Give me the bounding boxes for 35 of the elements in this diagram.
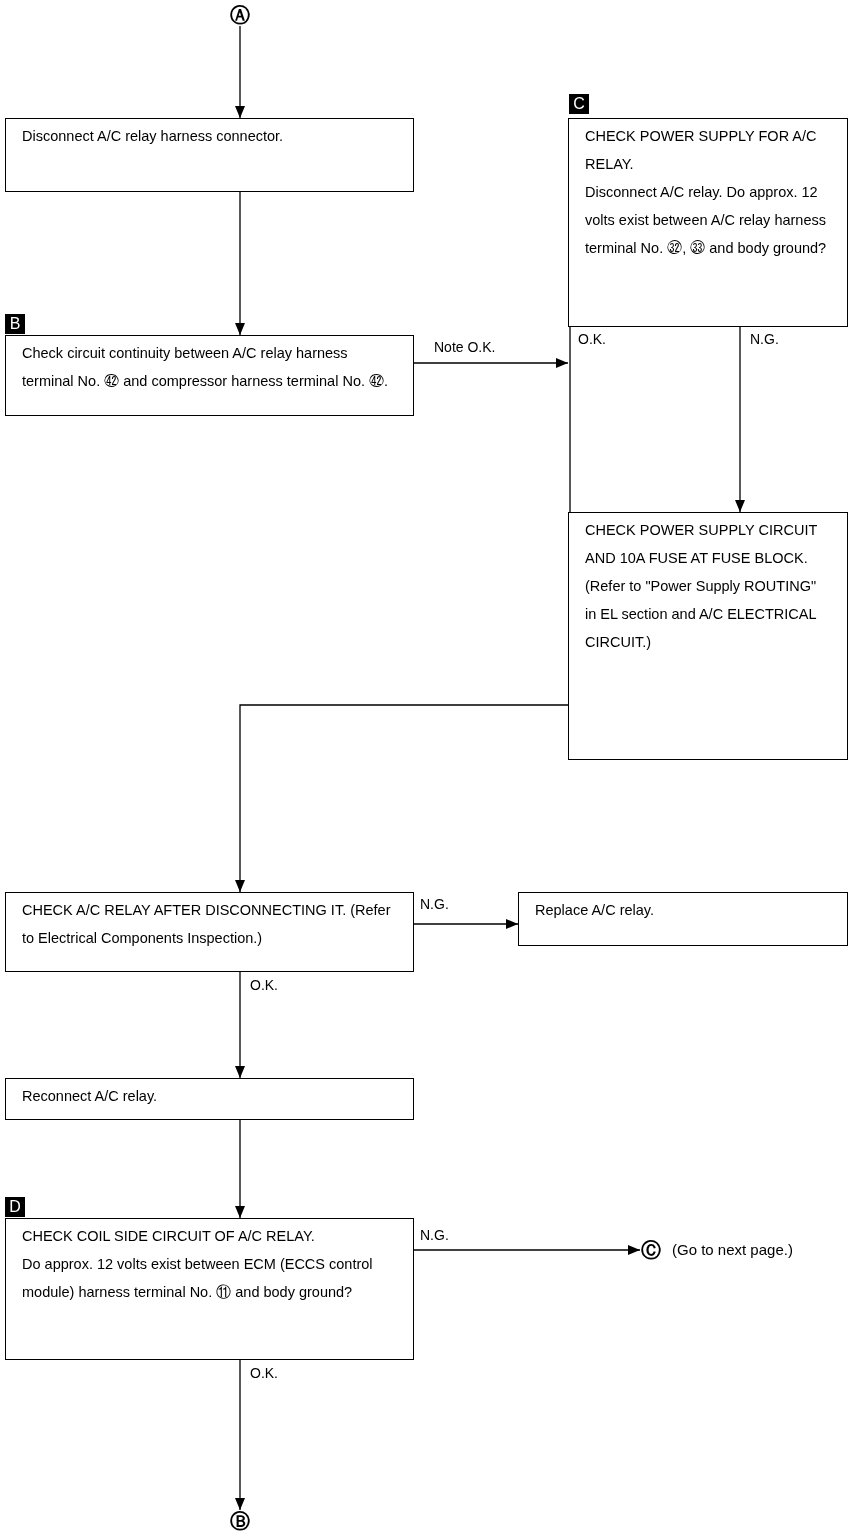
connector-symbol: Ⓑ	[229, 1510, 251, 1532]
connector-symbol: Ⓒ	[640, 1239, 662, 1261]
instruction-text: (Refer to "Power Supply ROUTING" in EL section and A/C ELECTRICAL CIRCUIT.)	[585, 577, 818, 652]
process-box	[5, 335, 414, 416]
arrow	[235, 191, 245, 336]
section-badge: D	[5, 1197, 25, 1217]
arrow	[235, 1119, 245, 1219]
section-badge: C	[569, 94, 589, 114]
process-box	[5, 1218, 414, 1360]
arrow	[413, 919, 519, 929]
instruction-text: Disconnect A/C relay. Do approx. 12 volts exist between A/C relay harness terminal No. ㉜, ㉝ and body ground?	[585, 183, 828, 258]
instruction-text: CHECK POWER SUPPLY CIRCUIT AND 10A FUSE AT FUSE BLOCK.	[585, 521, 819, 568]
process-box	[568, 512, 848, 760]
process-box	[5, 892, 414, 972]
arrow	[413, 358, 569, 368]
process-box	[5, 1078, 414, 1120]
connector-symbol: Ⓐ	[229, 4, 251, 26]
process-box	[518, 892, 848, 946]
arrow	[235, 25, 245, 119]
instruction-text: CHECK COIL SIDE CIRCUIT OF A/C RELAY.	[22, 1227, 316, 1246]
instruction-text: Do approx. 12 volts exist between ECM (ECCS control module) harness terminal No. ⑪ and body ground?	[22, 1255, 374, 1302]
note-text: (Go to next page.)	[672, 1240, 793, 1260]
instruction-text: Reconnect A/C relay.	[22, 1087, 159, 1106]
process-box	[568, 118, 848, 327]
arrow	[235, 971, 245, 1079]
instruction-text: CHECK A/C RELAY AFTER DISCONNECTING IT. (Refer to Electrical Components Inspection.)	[22, 901, 392, 948]
instruction-text: CHECK POWER SUPPLY FOR A/C RELAY.	[585, 127, 818, 174]
arrow	[413, 1245, 641, 1255]
section-badge: B	[5, 314, 25, 334]
process-box	[5, 118, 414, 192]
arrow	[235, 1359, 245, 1511]
arrow	[735, 326, 745, 513]
instruction-text: Check circuit continuity between A/C relay harness terminal No. ㊷ and compressor harness terminal No. ㊷.	[22, 344, 390, 391]
instruction-text: Replace A/C relay.	[535, 901, 655, 920]
instruction-text: Disconnect A/C relay harness connector.	[22, 127, 285, 146]
